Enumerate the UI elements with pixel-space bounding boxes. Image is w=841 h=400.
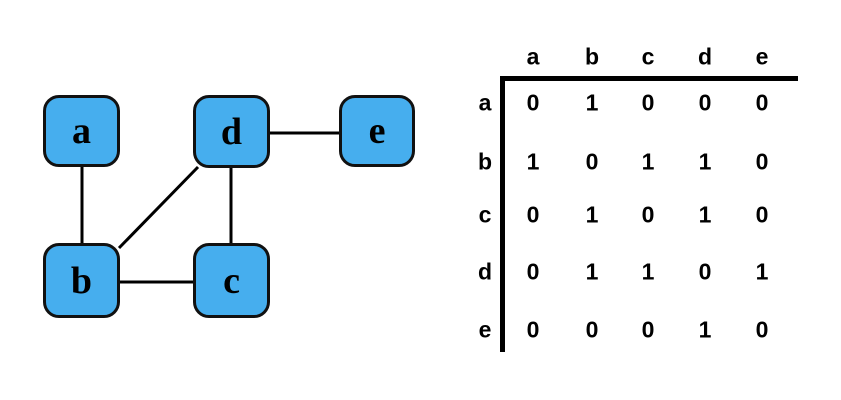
graph-node-label: d [220, 110, 243, 153]
graph-edges-layer [80, 131, 339, 284]
matrix-left-rule [500, 76, 505, 352]
matrix-cell-a-d: 0 [698, 89, 712, 116]
matrix-row-header-d: d [477, 258, 493, 285]
matrix-cell-b-b: 0 [585, 148, 599, 175]
matrix-cell-a-b: 1 [585, 89, 599, 116]
matrix-cell-b-e: 0 [755, 148, 769, 175]
matrix-cell-d-e: 1 [755, 258, 769, 285]
matrix-column-header-d: d [697, 43, 713, 70]
matrix-cell-c-c: 0 [641, 201, 655, 228]
matrix-cell-a-e: 0 [755, 89, 769, 116]
matrix-cell-b-c: 1 [641, 148, 655, 175]
matrix-cell-c-b: 1 [585, 201, 599, 228]
matrix-cell-d-b: 1 [585, 258, 599, 285]
matrix-row-header-a: a [478, 89, 492, 116]
graph-node-label: b [70, 259, 93, 302]
graph-node-d[interactable]: d [193, 95, 270, 168]
graph-node-label: e [368, 110, 386, 152]
matrix-row-header-b: b [477, 148, 493, 175]
matrix-row-header-c: c [478, 201, 492, 228]
matrix-cell-c-e: 0 [755, 201, 769, 228]
matrix-row-header-e: e [478, 316, 492, 343]
graph-node-a[interactable]: a [43, 95, 120, 167]
matrix-cell-e-a: 0 [526, 316, 540, 343]
graph-node-b[interactable]: b [43, 243, 120, 318]
graph-node-e[interactable]: e [339, 95, 415, 167]
graph-node-c[interactable]: c [193, 243, 270, 318]
matrix-cell-d-a: 0 [526, 258, 540, 285]
matrix-cell-b-d: 1 [698, 148, 712, 175]
matrix-cell-e-e: 0 [755, 316, 769, 343]
matrix-top-rule [500, 76, 798, 81]
matrix-column-header-e: e [755, 43, 769, 70]
matrix-column-header-b: b [584, 43, 600, 70]
graph-edge-b-d [117, 165, 200, 250]
matrix-cell-e-c: 0 [641, 316, 655, 343]
matrix-cell-e-d: 1 [698, 316, 712, 343]
matrix-column-header-a: a [526, 43, 540, 70]
matrix-cell-a-a: 0 [526, 89, 540, 116]
matrix-cell-a-c: 0 [641, 89, 655, 116]
graph-panel: a d e b c [43, 95, 415, 318]
matrix-cell-e-b: 0 [585, 316, 599, 343]
matrix-cell-c-d: 1 [698, 201, 712, 228]
matrix-cell-d-c: 1 [641, 258, 655, 285]
matrix-column-header-c: c [641, 43, 655, 70]
graph-node-label: c [223, 259, 240, 302]
graph-node-label: a [72, 110, 91, 152]
matrix-cell-d-d: 0 [698, 258, 712, 285]
matrix-cell-c-a: 0 [526, 201, 540, 228]
matrix-cell-b-a: 1 [526, 148, 540, 175]
